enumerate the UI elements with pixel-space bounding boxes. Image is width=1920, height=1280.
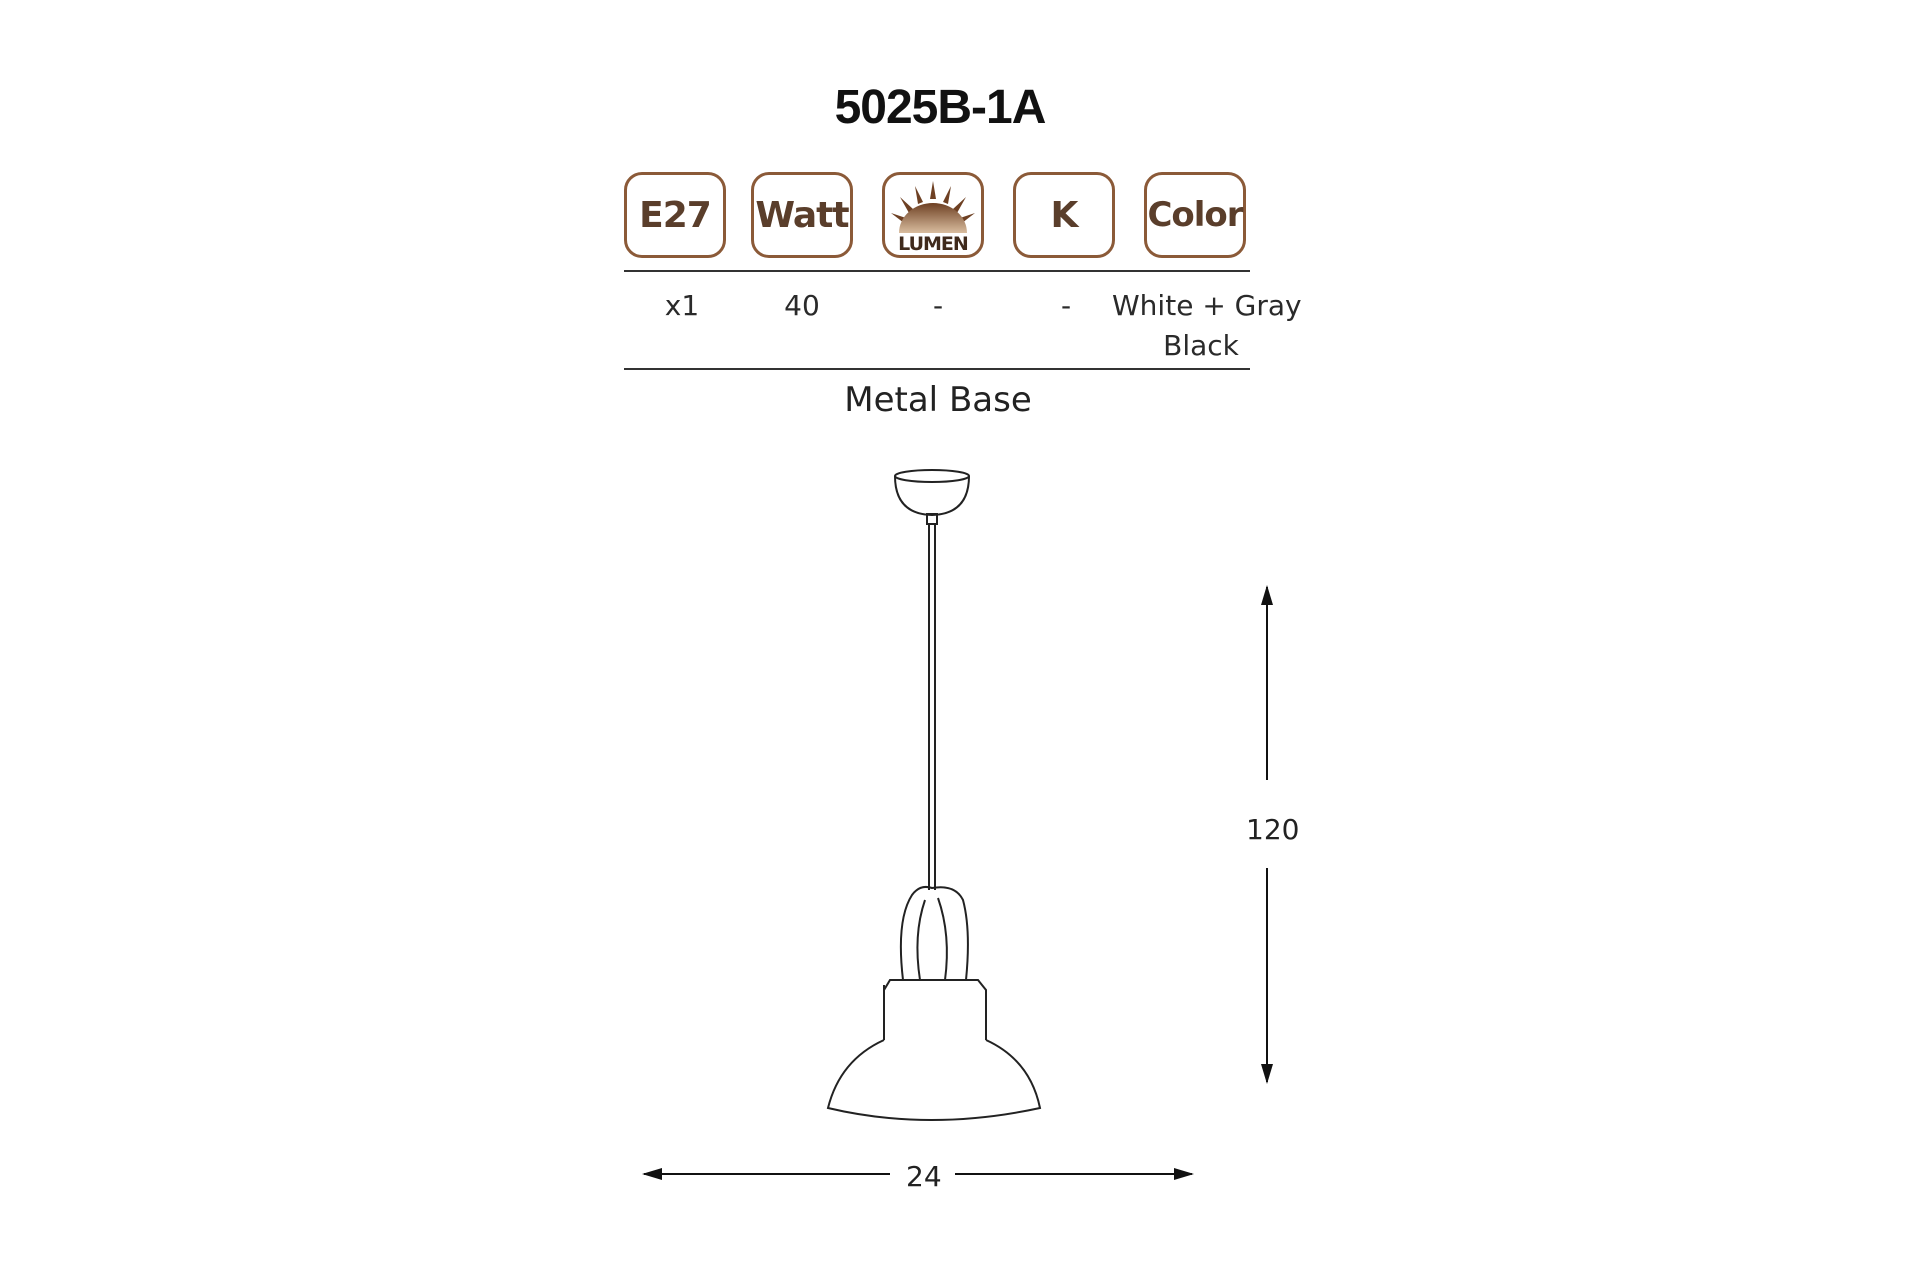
lumen-label: LUMEN xyxy=(898,233,968,255)
spec-top-rule xyxy=(624,270,1250,272)
width-dimension-label: 24 xyxy=(898,1160,950,1194)
kelvin-icon: K xyxy=(1013,172,1115,258)
ceiling-canopy xyxy=(894,469,970,525)
height-dimension-label: 120 xyxy=(1238,813,1308,847)
socket-count-value: x1 xyxy=(664,289,700,322)
e27-label: E27 xyxy=(639,194,712,236)
base-material-note: Metal Base xyxy=(844,380,1032,420)
sun-icon: LUMEN xyxy=(891,181,975,255)
kelvin-value: - xyxy=(1060,289,1072,322)
color-label: Color xyxy=(1147,195,1243,235)
watt-icon: Watt xyxy=(751,172,853,258)
product-code-title: 5025B-1A xyxy=(834,81,1047,134)
kelvin-label: K xyxy=(1050,194,1079,236)
lamp-shade xyxy=(826,885,1042,1121)
color-value-line1: White + Gray xyxy=(1112,289,1302,322)
color-value: White + Gray Black xyxy=(1112,286,1302,366)
lumen-value: - xyxy=(932,289,944,322)
e27-socket-icon: E27 xyxy=(624,172,726,258)
suspension-cord xyxy=(928,524,936,890)
spec-bottom-rule xyxy=(624,368,1250,370)
watt-label: Watt xyxy=(755,194,849,236)
watt-value: 40 xyxy=(784,289,820,322)
color-icon: Color xyxy=(1144,172,1246,258)
lumen-sun-icon: LUMEN xyxy=(882,172,984,258)
color-value-line2: Black xyxy=(1163,329,1239,362)
